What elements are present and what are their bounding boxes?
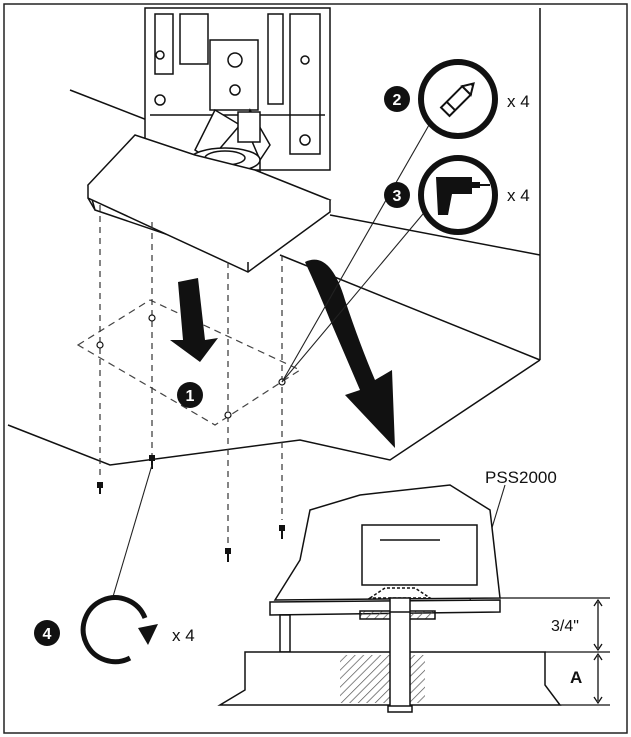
step-4-quantity: x 4 [172,626,195,645]
dimension-label: A [570,668,582,687]
down-arrow-icon [170,278,218,362]
stand-base-plate [87,134,332,273]
step-2-callout: 2 x 4 [384,59,530,139]
thickness-label: 3/4" [551,618,579,635]
step-1-number: 1 [186,388,195,405]
step-4-number: 4 [43,626,52,643]
step-3-number: 3 [393,188,402,205]
diagram-frame [3,3,628,734]
step-3-quantity: x 4 [507,186,530,205]
step-2-quantity: x 4 [507,92,530,111]
stand-neck [194,108,271,162]
curved-arrow-icon [305,259,395,448]
tv-mount-bracket [144,7,331,171]
step-1-badge: 1 [177,382,203,408]
step-4-callout: 4 x 4 [34,595,195,665]
pencil-icon [439,82,475,118]
rotate-clockwise-icon [80,595,158,665]
mounting-screws [97,455,285,562]
part-label: PSS2000 [485,468,557,487]
drill-icon [436,177,490,215]
cross-section-detail [217,484,562,713]
dimension-markers [500,597,610,706]
step-3-callout: 3 x 4 [384,155,530,235]
step-2-number: 2 [393,92,402,109]
